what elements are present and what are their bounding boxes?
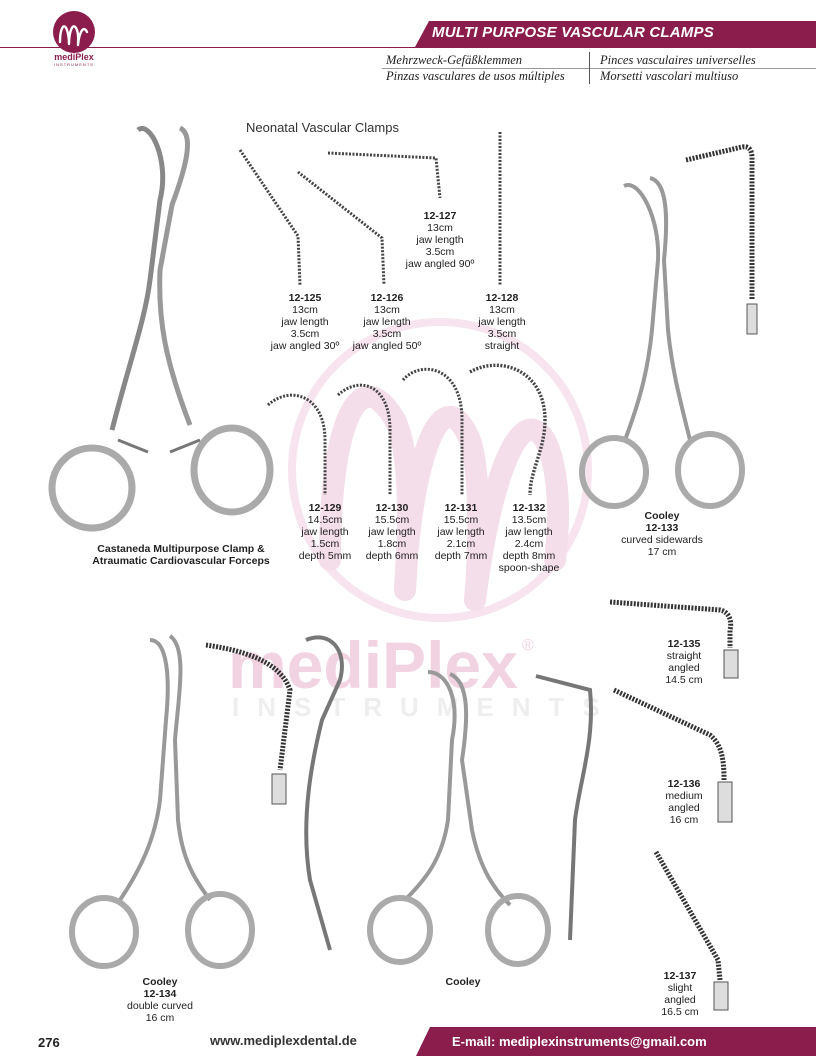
translation-rule (382, 68, 816, 69)
product-label-12-135: 12-135 straight angled 14.5 cm (665, 638, 703, 686)
product-label-12-137: 12-137 slight angled 16.5 cm (661, 970, 699, 1018)
email-link[interactable]: E-mail: mediplexinstruments@gmail.com (452, 1034, 707, 1049)
neonatal-clamp-12-129-icon (266, 393, 327, 495)
cooley-12-133-icon (579, 176, 745, 509)
email-bar (416, 1027, 816, 1056)
cooley-12-134-icon (69, 634, 255, 969)
cooley-plain-icon (367, 670, 551, 967)
title-italian: Morsetti vascolari multiuso (600, 69, 739, 83)
page-number: 276 (38, 1035, 60, 1050)
page-title: MULTI PURPOSE VASCULAR CLAMPS (432, 24, 714, 41)
jaw-12-136-icon (612, 687, 733, 823)
jaw-12-135-icon (609, 599, 739, 679)
neonatal-clamp-12-125-icon (238, 149, 302, 286)
brand-logo-icon (53, 11, 95, 53)
cooley-12-134-jaw-icon (205, 642, 293, 805)
product-label-12-130: 12-130 15.5cm jaw length 1.8cm depth 6mm (365, 502, 419, 562)
neonatal-clamp-12-131-icon (401, 367, 464, 495)
product-label-12-128: 12-128 13cm jaw length 3.5cm straight (478, 292, 526, 352)
title-french: Pinces vasculaires universelles (600, 53, 756, 67)
title-bar (415, 21, 816, 47)
product-label-12-131: 12-131 15.5cm jaw length 2.1cm depth 7mm (434, 502, 488, 562)
cooley-12-133-jaw-icon (685, 144, 758, 335)
header-rule (0, 47, 816, 48)
brand-sub: INSTRUMENTS (54, 62, 94, 67)
neonatal-section-title: Neonatal Vascular Clamps (246, 120, 399, 135)
product-label-12-133: Cooley 12-133 curved sidewards 17 cm (621, 510, 703, 558)
product-label-cooley: Cooley (445, 976, 481, 988)
product-label-12-132: 12-132 13.5cm jaw length 2.4cm depth 8mm… (498, 502, 560, 574)
castaneda-forceps-icon (48, 125, 274, 532)
neonatal-clamp-12-132-icon (469, 363, 547, 496)
product-label-12-126: 12-126 13cm jaw length 3.5cm jaw angled … (352, 292, 422, 352)
castaneda-label: Castaneda Multipurpose Clamp & Atraumati… (92, 543, 270, 567)
product-label-12-136: 12-136 medium angled 16 cm (665, 778, 703, 826)
product-label-12-134: Cooley 12-134 double curved 16 cm (127, 976, 193, 1024)
product-label-12-129: 12-129 14.5cm jaw length 1.5cm depth 5mm (298, 502, 352, 562)
neonatal-clamp-12-130-icon (336, 383, 392, 495)
product-label-12-125: 12-125 13cm jaw length 3.5cm jaw angled … (270, 292, 340, 352)
jaw-12-137-icon (653, 850, 729, 1011)
brand-name: mediPlex (54, 52, 94, 62)
neonatal-clamp-12-127-icon (327, 151, 442, 199)
product-label-12-127: 12-127 13cm jaw length 3.5cm jaw angled … (405, 210, 475, 270)
cooley-plain-side-icon (535, 674, 593, 941)
neonatal-clamp-12-126-icon (297, 170, 386, 286)
title-spanish: Pinzas vasculares de usos múltiples (386, 69, 565, 83)
title-german: Mehrzweck-Gefäßklemmen (386, 53, 523, 67)
translation-divider (589, 52, 590, 84)
cooley-12-134-side-icon (304, 635, 344, 951)
website-link[interactable]: www.mediplexdental.de (210, 1033, 357, 1048)
